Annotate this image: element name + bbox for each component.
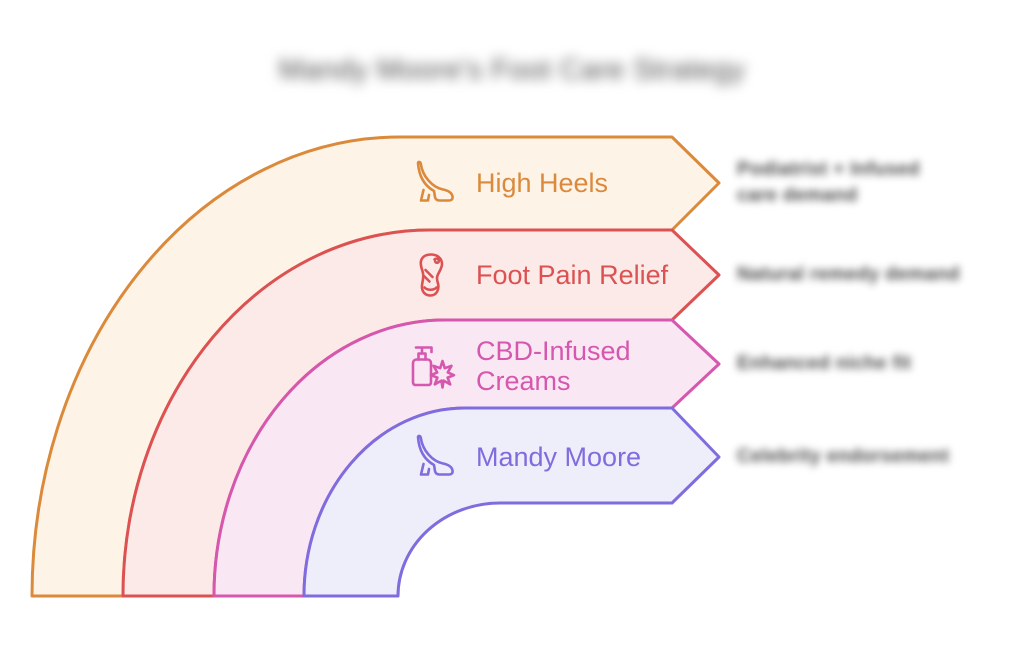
band-label-line2: Creams (476, 366, 571, 396)
cbd-cream-icon (406, 340, 458, 392)
blurred-annotation-line: Enhanced niche fit (737, 353, 912, 374)
band-row-mandy-moore: Mandy Moore (406, 431, 641, 483)
blurred-annotation-line: care demand (737, 185, 858, 206)
band-label: Foot Pain Relief (476, 260, 669, 290)
high-heel-icon (406, 431, 458, 483)
foot-icon (406, 249, 458, 301)
blurred-annotation-line: Celebrity endorsement (737, 446, 950, 467)
blurred-title: Mandy Moore's Foot Care Strategy (278, 54, 746, 86)
band-shape-mandy-moore (302, 406, 721, 598)
band-label: Mandy Moore (476, 442, 642, 472)
blurred-annotation-2: Natural remedy demand (737, 262, 960, 288)
band-row-cbd-creams: CBD-Infused Creams (406, 336, 631, 396)
high-heel-icon (406, 157, 458, 209)
band-row-high-heels: High Heels (406, 157, 608, 209)
blurred-annotation-3: Enhanced niche fit (737, 351, 911, 377)
blurred-annotation-1: Podiatrist + Infused care demand (737, 157, 920, 209)
band-label: High Heels (476, 168, 609, 198)
band-label: CBD-Infused Creams (476, 336, 631, 396)
blurred-annotation-line: Podiatrist + Infused (737, 159, 920, 180)
blurred-annotation-4: Celebrity endorsement (737, 444, 949, 470)
blurred-annotation-line: Natural remedy demand (737, 264, 960, 285)
band-row-foot-pain-relief: Foot Pain Relief (406, 249, 668, 301)
band-label-line1: CBD-Infused (476, 336, 631, 366)
